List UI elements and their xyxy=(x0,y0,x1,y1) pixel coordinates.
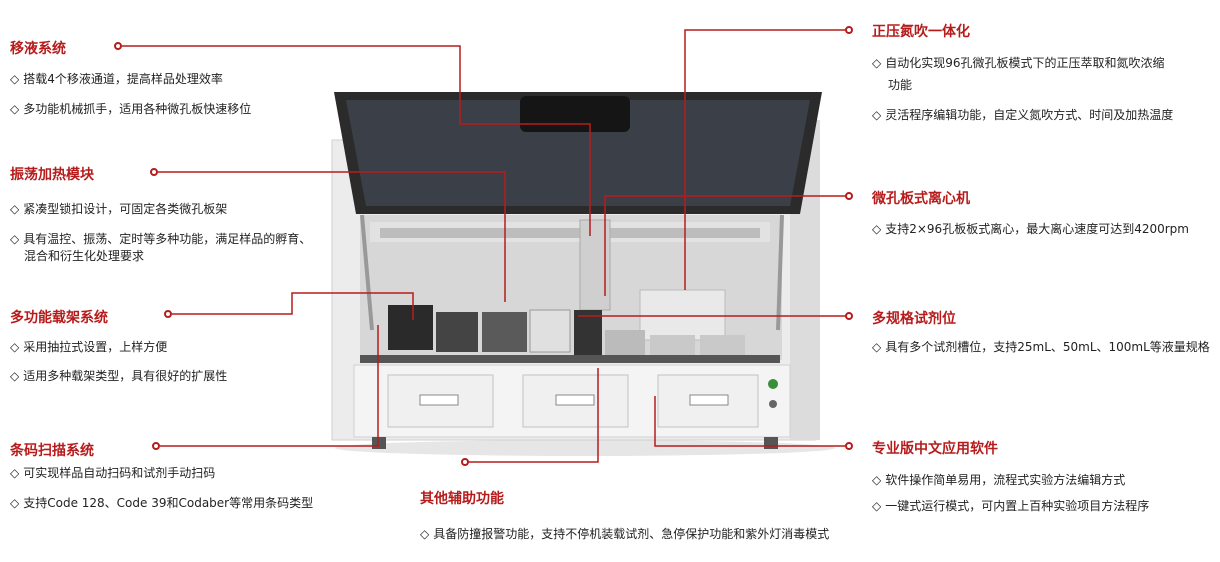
pipetting-title: 移液系统 xyxy=(10,41,66,57)
diamond-icon: ◇ xyxy=(420,527,430,541)
node-centrifuge xyxy=(845,192,853,200)
shaker-bullet-3: 混合和衍生化处理要求 xyxy=(24,249,145,263)
node-positive-pressure xyxy=(845,26,853,34)
carrier-title: 多功能载架系统 xyxy=(10,310,108,326)
diamond-icon: ◇ xyxy=(10,340,20,354)
positive-pressure-bullet-1: ◇自动化实现96孔微孔板模式下的正压萃取和氮吹浓缩 xyxy=(872,56,1165,70)
diamond-icon: ◇ xyxy=(872,340,882,354)
positive-pressure-bullet-2: 功能 xyxy=(888,78,913,92)
positive-pressure-bullet-3: ◇灵活程序编辑功能，自定义氮吹方式、时间及加热温度 xyxy=(872,108,1174,122)
centrifuge-title: 微孔板式离心机 xyxy=(872,191,970,207)
diamond-icon: ◇ xyxy=(872,473,882,487)
diamond-icon: ◇ xyxy=(10,102,20,116)
node-software xyxy=(845,442,853,450)
diamond-icon: ◇ xyxy=(10,232,20,246)
software-bullet-2: ◇一键式运行模式，可内置上百种实验项目方法程序 xyxy=(872,499,1150,513)
node-carrier xyxy=(164,310,172,318)
diamond-icon: ◇ xyxy=(10,496,20,510)
diamond-icon: ◇ xyxy=(10,369,20,383)
pipetting-bullet-2: ◇多功能机械抓手，适用各种微孔板快速移位 xyxy=(10,102,252,116)
software-title: 专业版中文应用软件 xyxy=(872,441,998,457)
pipetting-bullet-1: ◇搭载4个移液通道，提高样品处理效率 xyxy=(10,72,223,86)
diamond-icon: ◇ xyxy=(10,466,20,480)
node-shaker xyxy=(150,168,158,176)
other-title: 其他辅助功能 xyxy=(420,491,504,507)
shaker-title: 振荡加热模块 xyxy=(10,167,94,183)
diamond-icon: ◇ xyxy=(872,56,882,70)
reagent-title: 多规格试剂位 xyxy=(872,311,956,327)
node-barcode xyxy=(152,442,160,450)
barcode-bullet-1: ◇可实现样品自动扫码和试剂手动扫码 xyxy=(10,466,216,480)
reagent-bullet-1: ◇具有多个试剂槽位，支持25mL、50mL、100mL等液量规格 xyxy=(872,340,1210,354)
node-pipetting xyxy=(114,42,122,50)
carrier-bullet-2: ◇适用多种载架类型，具有很好的扩展性 xyxy=(10,369,228,383)
shaker-bullet-2: ◇具有温控、振荡、定时等多种功能，满足样品的孵育、 xyxy=(10,232,312,246)
positive-pressure-title: 正压氮吹一体化 xyxy=(872,24,970,40)
carrier-bullet-1: ◇采用抽拉式设置，上样方便 xyxy=(10,340,168,354)
diamond-icon: ◇ xyxy=(872,499,882,513)
centrifuge-bullet-1: ◇支持2×96孔板板式离心，最大离心速度可达到4200rpm xyxy=(872,222,1189,236)
node-reagent xyxy=(845,312,853,320)
barcode-title: 条码扫描系统 xyxy=(10,443,94,459)
diamond-icon: ◇ xyxy=(872,222,882,236)
software-bullet-1: ◇软件操作简单易用，流程式实验方法编辑方式 xyxy=(872,473,1126,487)
node-other xyxy=(461,458,469,466)
barcode-bullet-2: ◇支持Code 128、Code 39和Codaber等常用条码类型 xyxy=(10,496,314,510)
shaker-bullet-1: ◇紧凑型锁扣设计，可固定各类微孔板架 xyxy=(10,202,228,216)
diamond-icon: ◇ xyxy=(10,202,20,216)
diamond-icon: ◇ xyxy=(872,108,882,122)
other-bullet: ◇具备防撞报警功能，支持不停机装载试剂、急停保护功能和紫外灯消毒模式 xyxy=(420,527,830,541)
diamond-icon: ◇ xyxy=(10,72,20,86)
